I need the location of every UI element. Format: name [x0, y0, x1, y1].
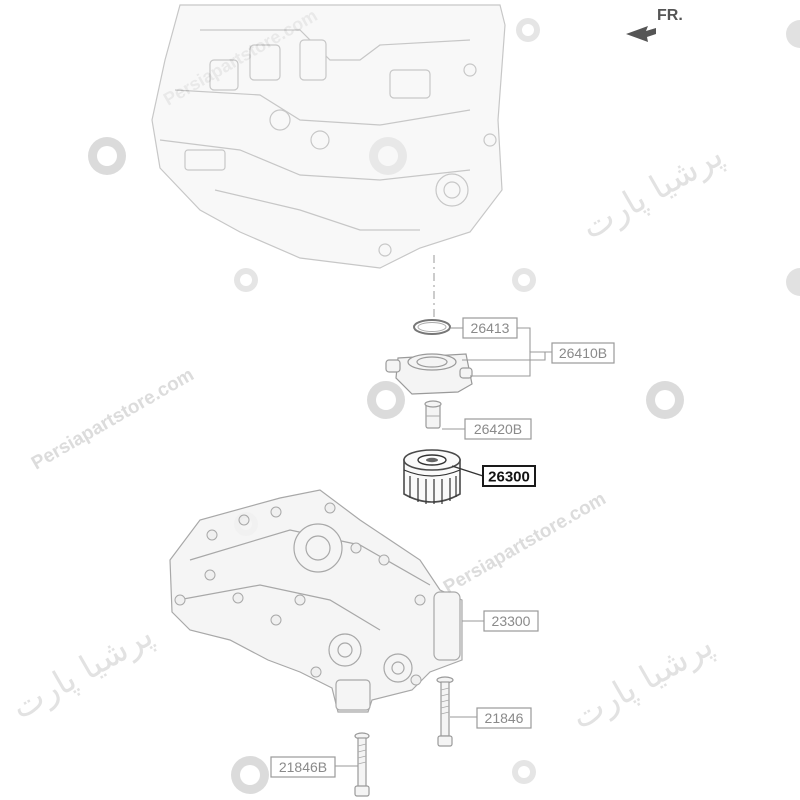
oil-filter-housing — [385, 353, 473, 395]
watermark-site-left: Persiapartstore.com — [28, 364, 198, 474]
callout-label-21846: 21846 — [485, 710, 524, 726]
bolt-21846 — [436, 676, 454, 747]
callout-23300[interactable]: 23300 — [483, 610, 539, 632]
filter-fitting — [424, 400, 442, 429]
engine-block — [151, 4, 506, 269]
callout-26410B[interactable]: 26410B — [551, 342, 615, 364]
callout-21846[interactable]: 21846 — [476, 707, 532, 729]
watermark-brand-left-bottom: پرشیا پارت — [5, 615, 160, 728]
callout-label-26410B: 26410B — [559, 345, 607, 361]
callout-26420B[interactable]: 26420B — [464, 418, 532, 440]
oil-pump-module — [169, 489, 463, 713]
leader-26410B — [462, 351, 552, 361]
callout-26300[interactable]: 26300 — [482, 465, 536, 487]
callout-label-26413: 26413 — [471, 320, 510, 336]
callout-label-26420B: 26420B — [474, 421, 522, 437]
watermark-brand-right-top: پرشیا پارت — [575, 135, 730, 248]
o-ring-part — [413, 319, 451, 335]
callout-label-23300: 23300 — [492, 613, 531, 629]
callout-label-26300: 26300 — [488, 469, 530, 486]
leader-26300 — [451, 465, 484, 477]
front-orientation-indicator: FR. — [626, 7, 683, 42]
callout-label-21846B: 21846B — [279, 759, 327, 775]
watermark-site-middle: Persiapartstore.com — [440, 488, 610, 598]
callout-26413[interactable]: 26413 — [462, 317, 518, 339]
front-arrow-icon — [626, 26, 656, 42]
callout-21846B[interactable]: 21846B — [270, 756, 336, 778]
oil-filter-part — [403, 449, 461, 504]
front-label: FR. — [657, 7, 683, 24]
bolt-21846B — [354, 732, 370, 797]
watermark-brand-right-bottom: پرشیا پارت — [565, 625, 720, 738]
